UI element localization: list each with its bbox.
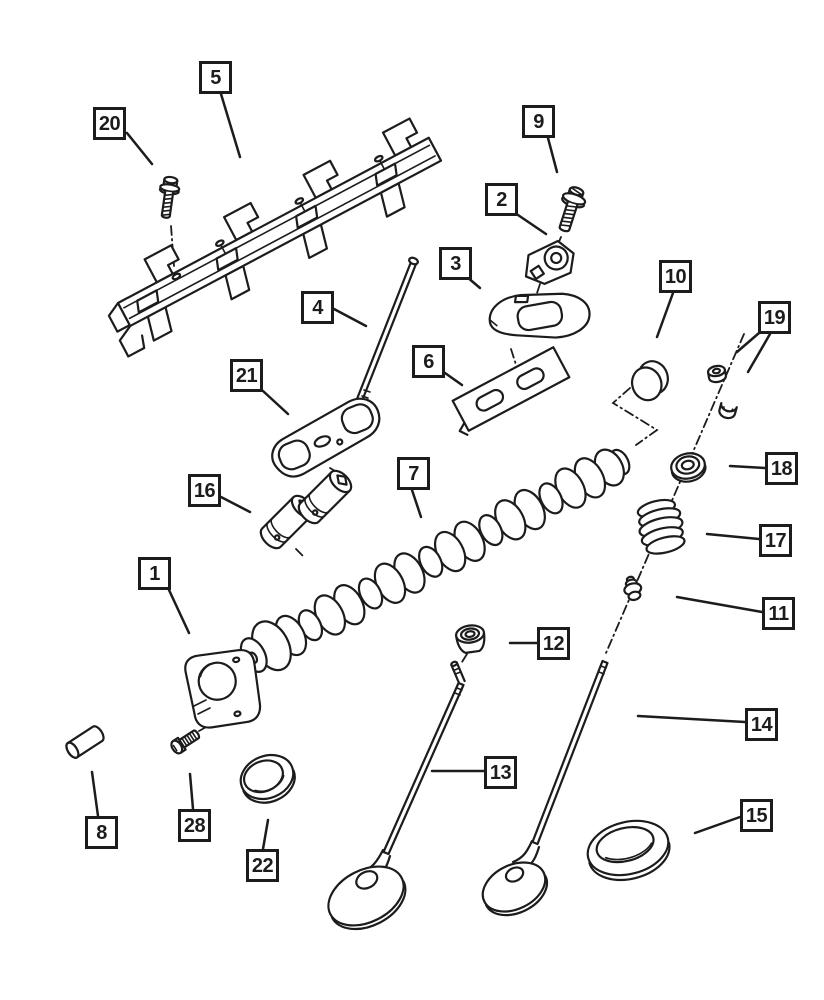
pivot-bracket-drawing	[271, 397, 381, 478]
valve-drawing	[327, 681, 465, 931]
leader-line-10	[655, 291, 675, 339]
spring-seat-drawing	[623, 575, 643, 602]
spring-retainer-cap-drawing	[630, 360, 669, 402]
callout-7[interactable]: 7	[397, 457, 430, 490]
callout-17[interactable]: 17	[759, 524, 792, 557]
callout-11[interactable]: 11	[762, 597, 795, 630]
gasket-plate-drawing	[451, 346, 571, 436]
valve-drawing	[481, 659, 609, 917]
leader-line-14	[636, 714, 747, 724]
valve-stem-seal-drawing	[670, 452, 707, 483]
callout-3[interactable]: 3	[439, 247, 472, 280]
callout-4[interactable]: 4	[301, 291, 334, 324]
leader-line-20	[125, 131, 154, 166]
callout-1[interactable]: 1	[138, 557, 171, 590]
rail-rivet-pins	[215, 154, 385, 254]
leader-line-11	[675, 595, 764, 614]
leader-line-21	[261, 389, 290, 416]
callout-10[interactable]: 10	[659, 260, 692, 293]
callout-22[interactable]: 22	[246, 849, 279, 882]
rocker-arm-drawing	[488, 292, 591, 339]
callout-2[interactable]: 2	[485, 183, 518, 216]
lifter-drawing	[297, 469, 353, 525]
thrust-plate-drawing	[184, 648, 262, 729]
callout-18[interactable]: 18	[765, 452, 798, 485]
valve-stem-seal-drawing	[455, 624, 486, 654]
callout-9[interactable]: 9	[522, 105, 555, 138]
rocker-retainer-rail-drawing	[107, 117, 443, 358]
callout-12[interactable]: 12	[537, 627, 570, 660]
bearing-ring-drawing	[239, 753, 296, 804]
callout-5[interactable]: 5	[199, 61, 232, 94]
leader-line-5	[219, 92, 242, 159]
leader-line-4	[332, 307, 368, 328]
leader-line-9	[546, 136, 559, 174]
valve-lock-drawing	[706, 364, 727, 384]
leader-line-18	[728, 464, 767, 470]
callout-28[interactable]: 28	[178, 809, 211, 842]
leader-line-6	[443, 371, 464, 387]
valve-stem-tip-drawing	[450, 660, 466, 685]
callout-20[interactable]: 20	[93, 107, 126, 140]
leader-line-19	[735, 331, 761, 354]
valve-lock-drawing	[718, 401, 738, 420]
callout-8[interactable]: 8	[85, 816, 118, 849]
leader-line-16	[219, 495, 252, 514]
plate-hole-markers	[193, 699, 211, 715]
callout-13[interactable]: 13	[484, 756, 517, 789]
leader-line-28	[188, 772, 195, 811]
valve-spring-drawing	[636, 498, 686, 555]
pivot-bolt-drawing	[558, 186, 587, 233]
leader-line-8	[90, 770, 100, 818]
leader-line-19	[746, 332, 772, 374]
leader-line-2	[516, 213, 548, 236]
callout-16[interactable]: 16	[188, 474, 221, 507]
callout-19[interactable]: 19	[758, 301, 791, 334]
leader-line-15	[693, 815, 742, 835]
camshaft-drawing	[239, 448, 631, 673]
callout-leader-lines	[90, 92, 772, 851]
rail-bolt-drawing	[158, 175, 181, 219]
push-rod-drawing	[352, 256, 419, 413]
callout-14[interactable]: 14	[745, 708, 778, 741]
leader-line-17	[705, 532, 761, 541]
callout-21[interactable]: 21	[230, 359, 263, 392]
dowel-pin-drawing	[65, 725, 105, 759]
plate-bolt-drawing	[170, 729, 201, 755]
seal-ring-drawing	[586, 819, 671, 882]
rocker-pivot-drawing	[524, 239, 575, 286]
callout-15[interactable]: 15	[740, 799, 773, 832]
leader-line-7	[410, 488, 423, 519]
leader-line-22	[261, 818, 270, 851]
callout-6[interactable]: 6	[412, 345, 445, 378]
leader-line-1	[167, 588, 191, 635]
